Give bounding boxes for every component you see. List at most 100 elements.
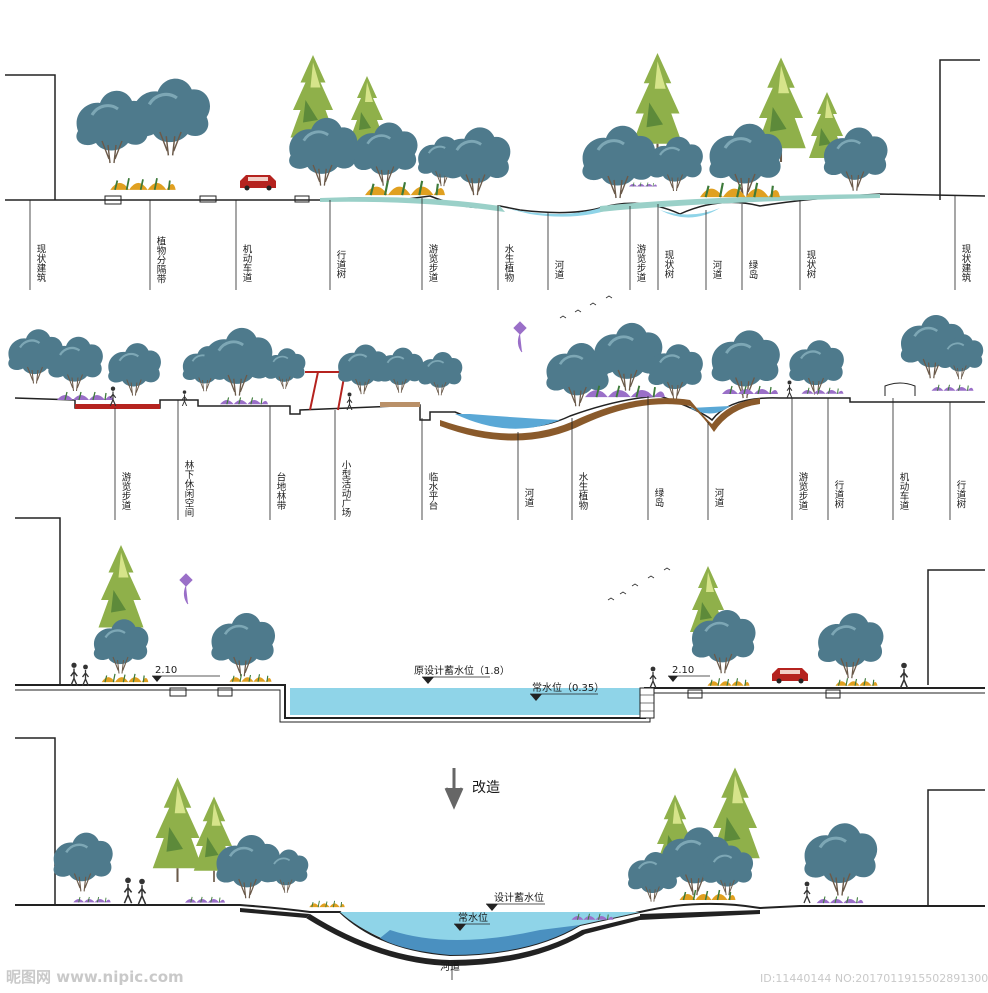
section-1: 现状建筑 植物分隔带 机动车道 行道树 游览步道 水生植物 河道 游览步道 现状… — [5, 51, 986, 290]
building-right — [939, 59, 980, 200]
s2-label-10: 行道树 — [833, 479, 845, 509]
person-2d — [786, 380, 793, 398]
s2-label-12: 行道树 — [955, 479, 967, 509]
flower-bed-3c — [706, 677, 751, 687]
s2-label-4: 临水平台 — [427, 471, 439, 511]
purple-bed-2f — [930, 384, 975, 392]
normal-level-label: 常水位（0.35） — [532, 681, 604, 694]
flower-bed-3 — [700, 183, 780, 197]
birds-3 — [607, 567, 671, 601]
transform-indicator: 改造 — [444, 768, 500, 810]
s1-label-3: 行道树 — [335, 249, 347, 279]
building-4-left — [15, 737, 56, 905]
person-4c — [803, 880, 811, 904]
s2-label-0: 游览步道 — [120, 471, 132, 511]
kite-2 — [513, 321, 527, 353]
watermark-logo: 昵图网 www.nipic.com — [6, 968, 184, 986]
leader-lines-1 — [29, 196, 956, 290]
ground-line-3 — [15, 684, 985, 719]
purple-bed-2a — [55, 390, 115, 402]
tree-1i — [707, 122, 784, 198]
design-level-label: 设计蓄水位 — [494, 891, 544, 904]
person-4a — [123, 876, 133, 904]
elev-marker-left — [152, 676, 162, 682]
purple-bed-2b — [219, 396, 269, 406]
s1-label-2: 机动车道 — [241, 243, 253, 283]
car-icon — [240, 175, 276, 191]
flower-bed-1 — [109, 177, 177, 191]
flower-bed-2 — [365, 181, 445, 195]
s2-label-5: 河道 — [523, 487, 535, 508]
purple-flowers-1 — [628, 181, 658, 188]
person-3b — [81, 664, 90, 686]
s1-label-4: 游览步道 — [427, 243, 439, 283]
normal-level-label-4: 常水位 — [458, 911, 488, 924]
purple-bed-4b — [184, 896, 226, 904]
normal-level-marker-4 — [454, 924, 466, 931]
s1-label-11: 现状树 — [805, 250, 817, 279]
tree-4a — [52, 831, 114, 893]
watermark-id: ID:11440144 NO:20170119155028913000 — [760, 972, 988, 985]
flower-bed-4b — [678, 888, 737, 902]
s2-label-7: 绿岛 — [653, 487, 665, 508]
s2-label-11: 机动车道 — [898, 471, 910, 511]
s1-label-6: 河道 — [553, 259, 565, 280]
s1-label-9: 河道 — [711, 259, 723, 280]
kite-3 — [179, 573, 193, 605]
car-icon-3 — [772, 668, 808, 684]
s1-label-10: 绿岛 — [747, 259, 759, 280]
flower-bed-3b — [228, 673, 273, 683]
s2-label-9: 游览步道 — [797, 471, 809, 511]
leader-lines-2 — [114, 396, 951, 520]
s1-label-1: 植物分隔带 — [155, 235, 167, 284]
elev-marker-right — [668, 676, 678, 682]
tree-3b — [209, 611, 277, 678]
design-level-marker — [486, 904, 498, 911]
orig-level-label: 原设计蓄水位（1.8） — [414, 664, 510, 677]
tree-2e — [202, 326, 274, 398]
birds-2 — [559, 295, 613, 319]
tree-4g — [802, 821, 879, 898]
river-label-4: 河道 — [440, 960, 460, 973]
tree-1g — [580, 124, 657, 200]
river-2 — [455, 414, 560, 429]
down-arrow-icon — [444, 768, 464, 810]
elev-left: 2.10 — [155, 665, 177, 676]
s1-label-0: 现状建筑 — [35, 244, 47, 283]
building-3-right — [927, 569, 985, 685]
person-3d — [899, 662, 909, 688]
normal-level-marker — [530, 694, 542, 701]
s1-label-5: 水生植物 — [503, 243, 515, 283]
tree-3d — [816, 611, 885, 680]
transform-label: 改造 — [472, 780, 500, 796]
tree-2i — [417, 350, 464, 397]
s1-label-7: 游览步道 — [635, 243, 647, 283]
ground-line-4 — [15, 902, 985, 957]
building-3-left — [15, 517, 61, 685]
conifer-4a — [151, 776, 204, 882]
orig-level-marker — [422, 677, 434, 684]
tree-1f — [440, 125, 512, 197]
flower-bed-4a — [308, 900, 346, 908]
tree-1b — [130, 76, 212, 158]
s2-label-8: 河道 — [713, 487, 725, 508]
flower-bed-3a — [101, 673, 149, 683]
s1-label-8: 现状树 — [663, 250, 675, 279]
building-left — [5, 74, 56, 200]
tree-2c — [107, 342, 163, 397]
person-4b — [137, 878, 147, 904]
elev-right: 2.10 — [672, 665, 694, 676]
person-3a — [69, 662, 79, 686]
river-water — [505, 206, 620, 217]
s2-label-3: 小型活动广场 — [340, 460, 352, 518]
tree-2n — [788, 339, 846, 396]
purple-bed-4d — [816, 895, 864, 904]
s2-label-6: 水生植物 — [577, 471, 589, 511]
section-2: 游览步道 林下休闲空间 台地林带 小型活动广场 临水平台 河道 水生植物 绿岛 … — [6, 295, 985, 520]
flower-bed-3d — [834, 677, 879, 687]
section-4: 设计蓄水位 常水位 河道 — [15, 737, 985, 980]
purple-bed-2e — [800, 387, 845, 395]
purple-bed-4a — [72, 896, 112, 903]
s1-label-12: 现状建筑 — [960, 244, 972, 283]
